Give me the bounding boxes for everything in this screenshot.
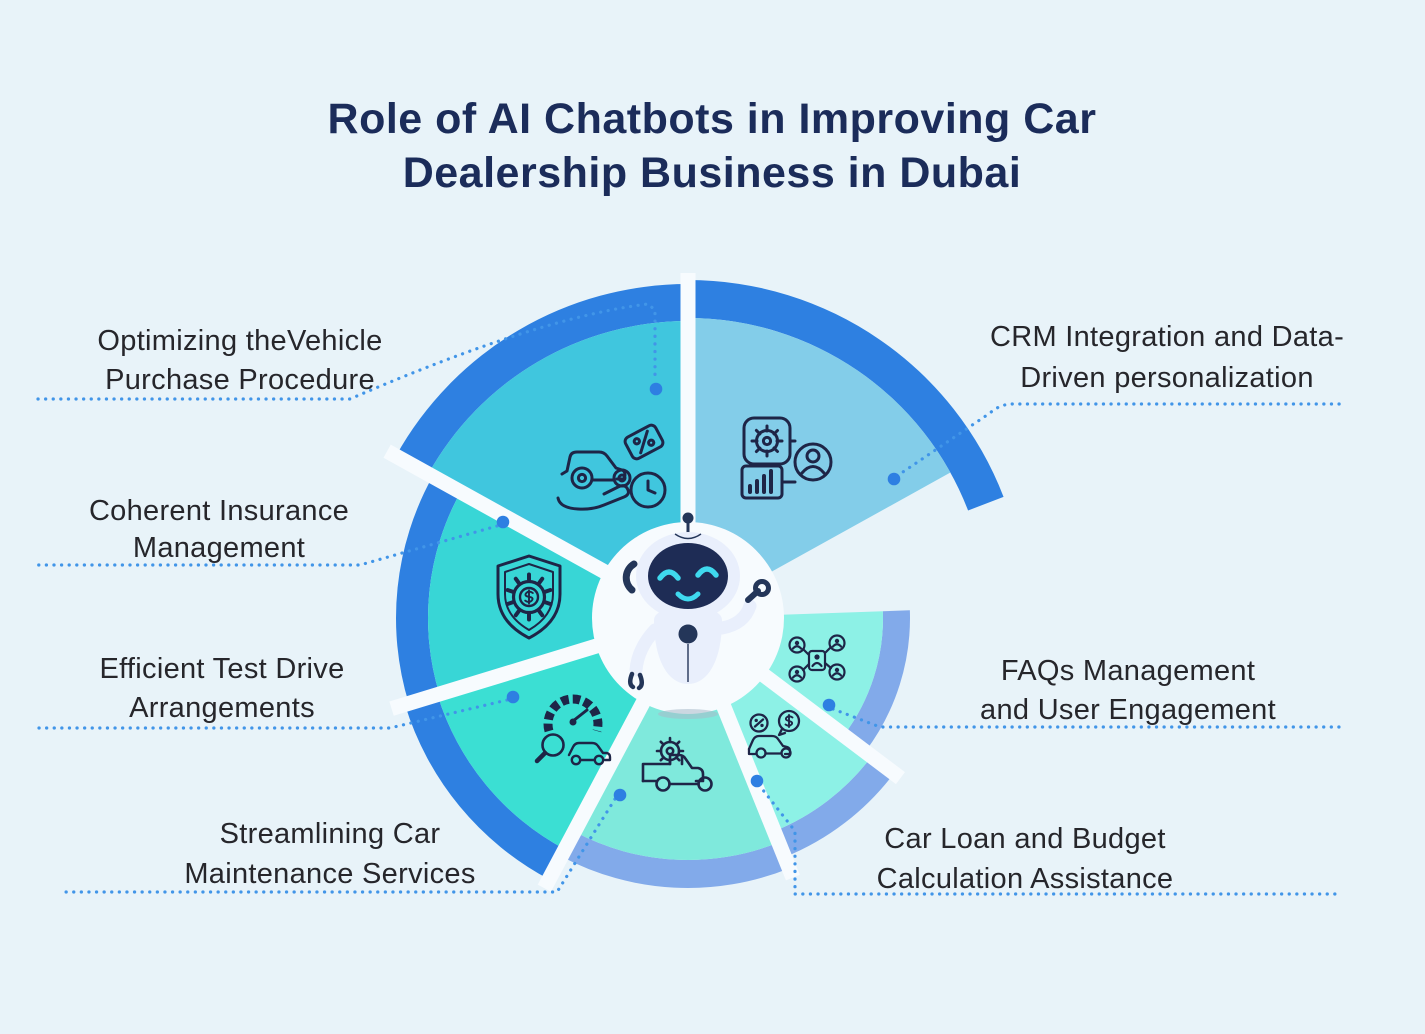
crm-wedge-ring [688,280,1004,511]
label-crm: CRM Integration and Data- Driven persona… [990,321,1344,394]
label-maintenance-line1: Streamlining Car [220,818,441,850]
loan-connector-line [757,783,1337,896]
maintenance-connector-dot [613,788,627,802]
mascot-lowered-arm [629,623,662,677]
label-faqs-line1: FAQs Management [1001,655,1255,687]
mascot-right-eye [695,566,719,578]
maintenance-wedge-ring [561,831,790,889]
page-title-line1: Role of AI Chatbots in Improving Car [328,95,1097,143]
mascot-chest-button [678,624,698,644]
insurance-wedge [427,491,610,695]
mascot-raised-arm [715,599,757,635]
car-loan-icon [747,709,801,759]
dotted-connectors [36,302,1345,896]
label-car-loan-line1: Car Loan and Budget [884,823,1165,855]
label-insurance-line2: Management [133,532,305,564]
testdrive-connector-line [36,698,509,730]
label-purchase-line1: Optimizing theVehicle [97,325,382,357]
mascot-antenna-tip [682,512,694,524]
purchase-wedge [428,321,688,575]
faqs-wedge-ring [843,610,910,752]
testdrive-wedge-ring [404,694,565,880]
label-car-loan: Car Loan and Budget Calculation Assistan… [877,823,1174,895]
label-maintenance: Streamlining Car Maintenance Services [184,818,475,890]
wrench-icon [745,579,771,603]
label-test-drive-line1: Efficient Test Drive [99,653,344,685]
loan-wedge-ring [774,756,895,858]
label-insurance: Coherent Insurance Management [89,495,349,564]
mascot-head-seam [674,533,702,540]
mascot-claw [628,671,644,691]
mascot-smile [675,591,701,602]
testdrive-connector-dot [506,690,520,704]
pie-segments [395,280,1004,889]
label-faqs-line2: and User Engagement [980,694,1276,726]
chatbot-mascot [622,512,771,719]
insurance-connector-dot [496,515,510,529]
insurance-shield-icon [496,554,562,640]
faqs-network-icon [788,634,846,683]
insurance-connector-line [36,524,499,567]
loan-connector-dot [750,774,764,788]
mascot-left-ear [622,560,638,594]
faqs-connector-dot [822,698,836,712]
faqs-connector-line [831,707,1345,729]
insurance-wedge-ring [396,476,461,704]
crm-connector-line [895,402,1345,478]
label-crm-line1: CRM Integration and Data- [990,321,1344,353]
label-insurance-line1: Coherent Insurance [89,495,349,527]
mascot-face [648,543,728,609]
label-crm-line2: Driven personalization [1020,362,1314,394]
label-car-loan-line2: Calculation Assistance [877,863,1174,895]
label-purchase: Optimizing theVehicle Purchase Procedure [97,325,382,396]
page-title-line2: Dealership Business in Dubai [403,149,1022,197]
label-test-drive-line2: Arrangements [129,692,315,724]
mascot-shadow [658,709,718,719]
test-drive-gauge-icon [534,694,612,766]
label-test-drive: Efficient Test Drive Arrangements [99,653,344,724]
mascot-left-eye [657,569,681,581]
crm-connector-dot [887,472,901,486]
maintenance-truck-icon [641,736,713,792]
purchase-connector-dot [649,382,663,396]
label-maintenance-line2: Maintenance Services [184,858,475,890]
purchase-wedge-ring [395,284,688,475]
crm-integration-icon [740,416,833,500]
maintenance-connector-line [58,797,617,894]
purchase-connector-line [36,302,657,401]
label-purchase-line2: Purchase Procedure [105,364,375,396]
label-faqs: FAQs Management and User Engagement [980,655,1276,726]
vehicle-purchase-icon [556,423,667,511]
